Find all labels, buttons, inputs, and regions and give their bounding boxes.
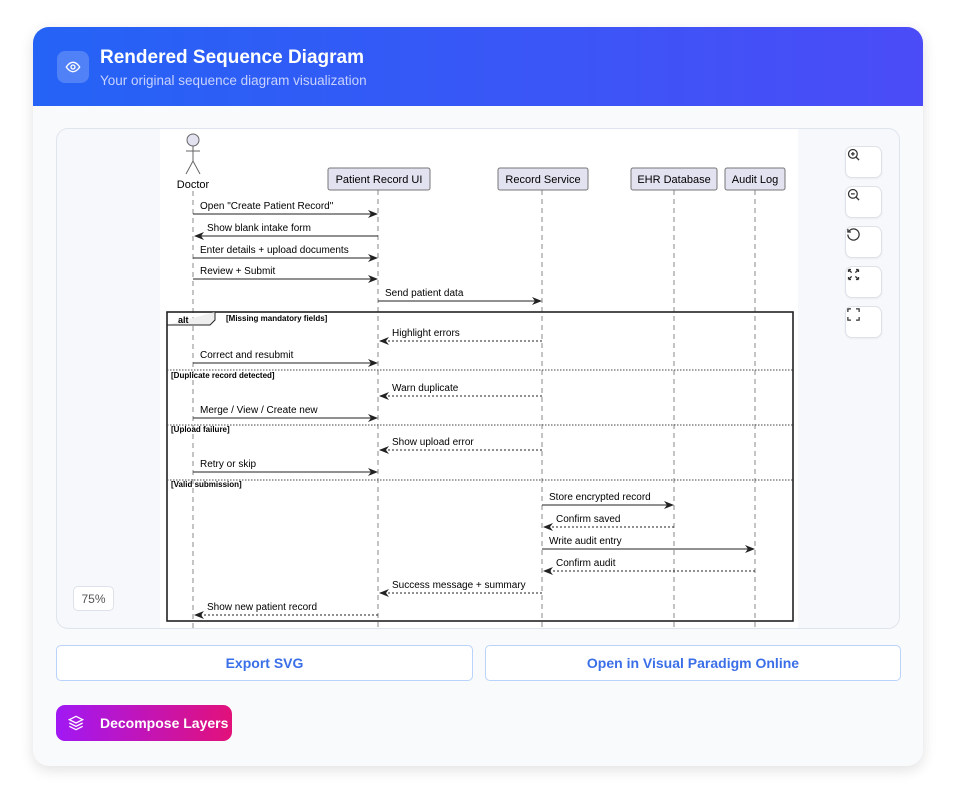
zoom-in-button[interactable] — [845, 146, 882, 178]
participant-label: Patient Record UI — [336, 174, 423, 186]
alt-tab — [167, 312, 216, 326]
message-label: Enter details + upload documents — [200, 245, 349, 256]
diagram-card: Rendered Sequence Diagram Your original … — [33, 27, 923, 766]
message-label: Open "Create Patient Record" — [200, 201, 334, 212]
actor-body — [185, 146, 201, 175]
message-label: Confirm saved — [556, 514, 620, 525]
message-label: Store encrypted record — [549, 492, 651, 503]
participant-label: EHR Database — [637, 174, 710, 186]
zoom-level: 75% — [73, 586, 114, 611]
reset-icon — [847, 228, 860, 241]
participant-box — [724, 167, 786, 191]
alt-keyword: alt — [178, 315, 189, 325]
message-label: Confirm audit — [556, 558, 616, 569]
card-header: Rendered Sequence Diagram Your original … — [33, 27, 923, 106]
message-label: Highlight errors — [392, 328, 460, 339]
zoom-in-icon — [847, 148, 860, 161]
message-label: Show blank intake form — [207, 223, 311, 234]
participant-box — [497, 167, 589, 191]
fit-view-button[interactable] — [845, 266, 882, 298]
open-visual-paradigm-button[interactable]: Open in Visual Paradigm Online — [485, 645, 901, 681]
participant-label: Record Service — [505, 174, 580, 186]
export-svg-button[interactable]: Export SVG — [56, 645, 473, 681]
message-label: Send patient data — [385, 288, 464, 299]
message-label: Retry or skip — [200, 459, 257, 470]
message-label: Write audit entry — [549, 536, 622, 547]
alt-guard: [Valid submission] — [171, 480, 242, 489]
alt-frame — [166, 311, 794, 622]
sequence-diagram: Doctor Patient Record UI Record Service EHR… — [166, 133, 794, 628]
zoom-out-icon — [847, 188, 860, 201]
message-label: Correct and resubmit — [200, 350, 294, 361]
fullscreen-icon — [847, 308, 860, 321]
participant-box — [630, 167, 718, 191]
actor-icon — [186, 133, 200, 147]
participant-label: Doctor — [177, 179, 210, 191]
message-label: Show upload error — [392, 437, 474, 448]
decompose-label: Decompose Layers — [100, 715, 229, 731]
alt-guard: [Upload failure] — [171, 425, 230, 434]
layers-icon — [68, 715, 84, 731]
message-label: Show new patient record — [207, 602, 317, 613]
message-label: Warn duplicate — [392, 383, 459, 394]
reset-view-button[interactable] — [845, 226, 882, 258]
message-label: Merge / View / Create new — [200, 405, 318, 416]
decompose-layers-button[interactable]: Decompose Layers — [56, 705, 232, 741]
eye-icon — [57, 51, 89, 83]
message-label: Success message + summary — [392, 580, 526, 591]
fullscreen-button[interactable] — [845, 306, 882, 338]
page-title: Rendered Sequence Diagram — [100, 47, 364, 68]
participant-label: Audit Log — [732, 174, 778, 186]
message-label: Review + Submit — [200, 266, 276, 277]
zoom-out-button[interactable] — [845, 186, 882, 218]
page-subtitle: Your original sequence diagram visualiza… — [100, 73, 367, 88]
fit-icon — [847, 268, 860, 281]
participant-box — [327, 167, 431, 191]
alt-guard: [Missing mandatory fields] — [226, 314, 328, 323]
alt-guard: [Duplicate record detected] — [171, 371, 275, 380]
diagram-viewer[interactable]: Doctor Patient Record UI Record Service EHR… — [56, 128, 900, 629]
diagram-canvas — [160, 129, 798, 628]
